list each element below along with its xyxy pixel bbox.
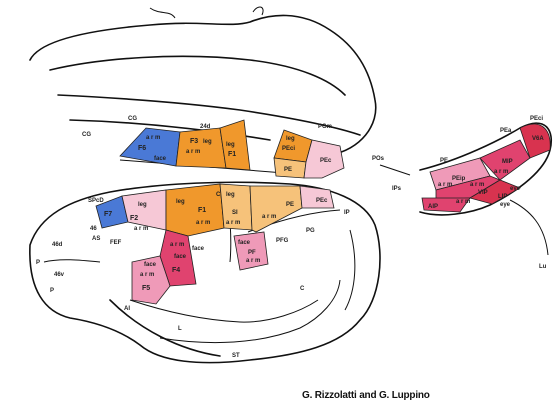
medial-sulcus-label-0: CG — [82, 132, 91, 138]
lateral-sulcus-label-4: C — [216, 192, 221, 198]
ips-area-label-VIP: VIP — [478, 190, 488, 196]
lateral-rep-label-5: a r m — [262, 214, 276, 220]
medial-inner-outline — [50, 56, 345, 95]
lateral-area-PEc — [300, 186, 334, 208]
medial-view: CG CG 24d F6 F3 F1 PEci PEc PE PGm a r m… — [30, 7, 376, 178]
lateral-rep-label-3: a r m — [170, 242, 184, 248]
lateral-rep-label-2: a r m — [134, 226, 148, 232]
medial-area-label-F3: F3 — [190, 138, 198, 145]
ips-sulcus-label-0: POs — [372, 156, 385, 162]
lateral-sulcus-label-3: AI — [124, 306, 130, 312]
ips-tail — [510, 200, 548, 255]
lateral-sulcus-L — [130, 300, 318, 322]
lateral-sulcus-label-7: ST — [232, 353, 240, 359]
medial-rep-label-4: leg — [226, 142, 235, 148]
ips-area-label-LIP: LIP — [498, 194, 507, 200]
author-credit: G. Rizzolatti and G. Luppino — [302, 390, 430, 401]
lateral-area-label-F1: F1 — [198, 207, 206, 214]
lateral-rep-label-8: face — [238, 240, 251, 246]
lateral-area-label-F5: F5 — [142, 285, 150, 292]
medial-rep-label-1: face — [154, 156, 167, 162]
lateral-rep-label-13: face — [192, 246, 205, 252]
ips-rep-label-1: a r m — [494, 169, 508, 175]
medial-area-label-PEci: PEci — [282, 146, 295, 152]
lateral-area-label-PF: PF — [248, 250, 256, 256]
ips-rep-label-4: eye — [500, 202, 511, 208]
lateral-area-label-46: 46 — [90, 226, 97, 232]
ips-connector — [380, 165, 410, 175]
lateral-rep-label-6: face — [174, 254, 187, 260]
ips-area-label-AIP: AIP — [428, 204, 438, 210]
lateral-area-label-46d: 46d — [52, 242, 63, 248]
ips-rep-label-5: eye — [510, 186, 521, 192]
medial-rep-label-3: leg — [203, 139, 212, 145]
ips-area-label-PEci: PEci — [530, 116, 543, 122]
medial-rep-label-5: leg — [286, 136, 295, 142]
lateral-sulcus-label-6: L — [178, 326, 182, 332]
lateral-rep-label-10: leg — [226, 192, 235, 198]
medial-area-label-PEc: PEc — [320, 158, 332, 164]
ips-area-label-V6A: V6A — [532, 136, 544, 142]
lateral-view: F7 F2 F1 F4 F5 PE PEc PF PFG PG SI 46 FE… — [30, 182, 547, 362]
lateral-rep-label-12: a r m — [226, 220, 240, 226]
lateral-rep-label-11: a r m — [196, 220, 210, 226]
lateral-rep-label-0: leg — [176, 199, 185, 205]
lateral-sulcus-label-8: Lu — [539, 264, 547, 270]
lateral-rep-label-7: face — [144, 262, 157, 268]
lateral-rep-label-1: leg — [138, 202, 147, 208]
lateral-area-label-46v: 46v — [54, 272, 65, 278]
lateral-area-label-F2: F2 — [130, 215, 138, 222]
medial-squiggle — [150, 8, 175, 18]
lateral-sulcus-ST — [160, 280, 340, 343]
lateral-area-label-PEc: PEc — [316, 198, 328, 204]
medial-area-label-F6: F6 — [138, 145, 146, 152]
lateral-area-label-PE: PE — [286, 202, 294, 208]
ips-area-label-PEa: PEa — [500, 128, 512, 134]
lateral-sulcus-Lu — [345, 230, 355, 310]
lateral-sulcus-label-0: SPcD — [88, 198, 104, 204]
medial-rep-label-0: a r m — [146, 135, 160, 141]
ips-area-label-PEip: PEip — [452, 176, 466, 182]
lateral-sulcus-label-2: P — [36, 260, 40, 266]
lateral-area-label-F7: F7 — [104, 211, 112, 218]
lateral-area-label-PG: PG — [306, 228, 315, 234]
medial-sulcus-label-1: CG — [128, 116, 137, 122]
ips-sulcus-label-1: IPs — [392, 186, 402, 192]
lateral-sulcus-label-1: AS — [92, 236, 100, 242]
lateral-area-label-F4: F4 — [172, 267, 180, 274]
ips-rep-label-3: a r m — [470, 182, 484, 188]
lateral-area-PE — [250, 186, 302, 232]
ips-area-label-PE: PE — [440, 158, 448, 164]
medial-area-label-F1: F1 — [228, 151, 236, 158]
medial-rep-label-2: a r m — [186, 149, 200, 155]
medial-squiggle-2 — [253, 7, 263, 15]
lateral-other-label-1: C — [300, 286, 305, 292]
medial-area-F3 — [176, 128, 226, 168]
lateral-rep-label-9: a r m — [246, 258, 260, 264]
intraparietal-view: PEip MIP PE VIP AIP LIP PEa V6A PEci a r… — [372, 116, 551, 255]
lateral-area-label-FEF: FEF — [110, 240, 122, 246]
lateral-area-F2 — [122, 190, 166, 230]
lateral-area-label-PFG: PFG — [276, 238, 289, 244]
lateral-sulcus-P — [44, 260, 100, 262]
medial-area-label-PE: PE — [284, 167, 292, 173]
ips-rep-label-2: a r m — [456, 199, 470, 205]
medial-sulcus-label-2: 24d — [200, 124, 211, 130]
medial-area-label-PGm: PGm — [318, 124, 332, 130]
lateral-rep-label-4: a r m — [140, 272, 154, 278]
lateral-sulcus-label-5: IP — [344, 210, 350, 216]
lateral-area-label-SI: SI — [232, 210, 238, 216]
lateral-other-label-0: P — [50, 288, 54, 294]
ips-rep-label-0: a r m — [438, 182, 452, 188]
ips-area-label-MIP: MIP — [502, 159, 513, 165]
